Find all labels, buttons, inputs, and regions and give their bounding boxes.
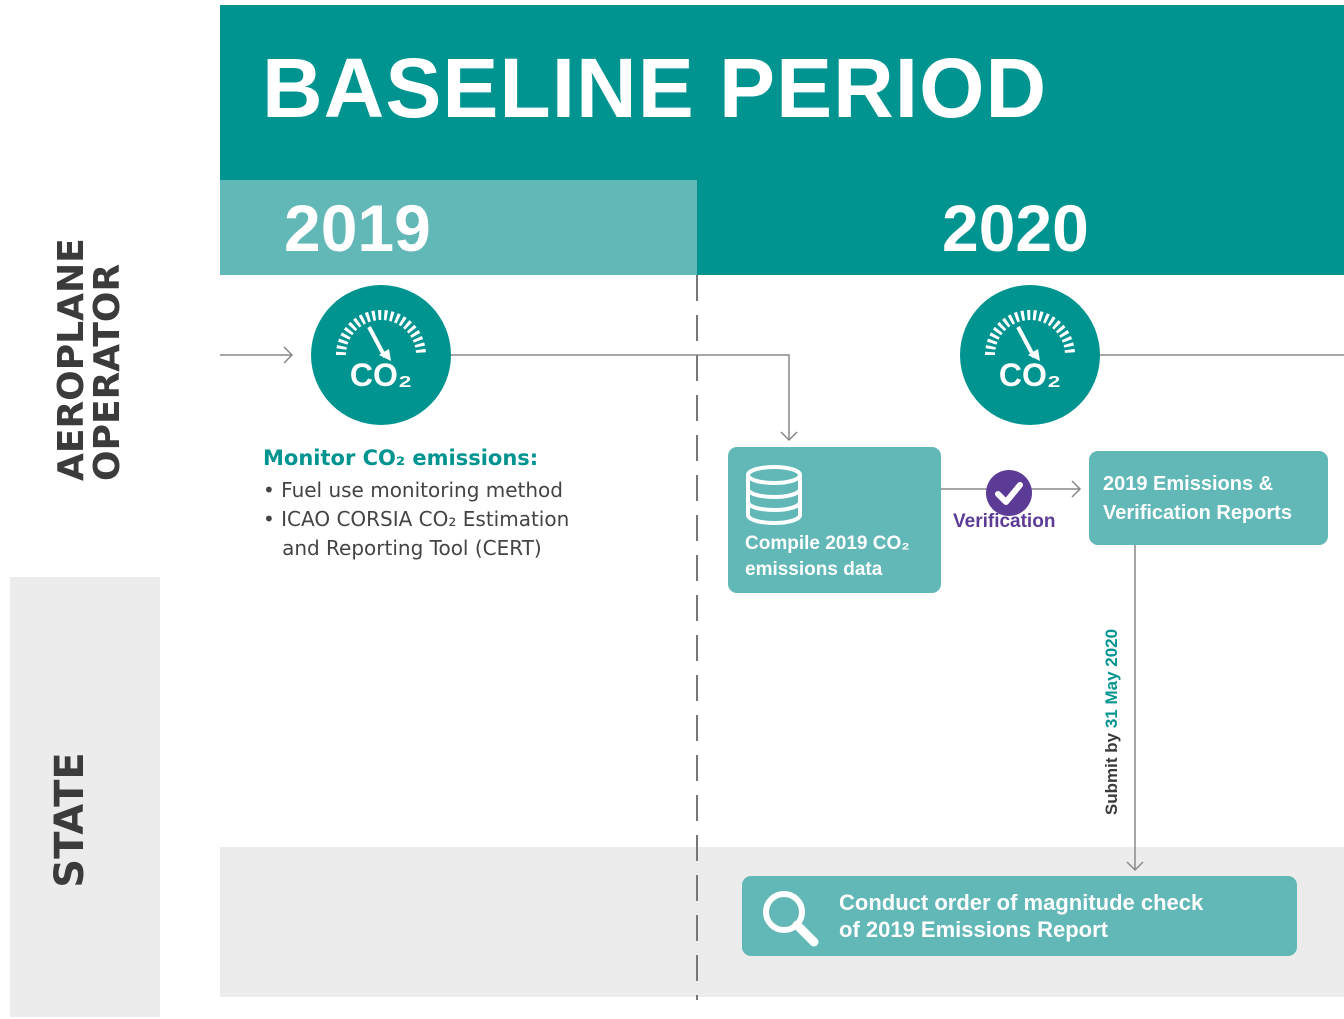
submit-prefix: Submit by [1102,728,1121,816]
check-label-line: of 2019 Emissions Report [839,917,1108,942]
arrow-in-head [283,346,294,364]
co2-gauge-2020: CO₂ [960,285,1100,425]
submit-date: 31 May 2020 [1102,628,1121,729]
year-2019-band: 2019 [220,180,697,275]
monitor-list: • Fuel use monitoring method • ICAO CORS… [263,476,569,563]
check-label-line: Conduct order of magnitude check [839,890,1204,915]
gauge-label: CO₂ [998,357,1062,393]
compile-label-line: emissions data [745,559,883,580]
page-title: BASELINE PERIOD [262,41,1048,135]
compile-label: Compile 2019 CO₂ emissions data [745,531,910,583]
arrow-to-compile-line [450,354,790,440]
year-2020-label: 2020 [942,191,1089,265]
checkmark-icon [995,482,1023,505]
submit-deadline-label: Submit by 31 May 2020 [1102,629,1122,815]
year-2019-label: 2019 [284,191,431,265]
arrow-to-compile-head [780,431,798,442]
reports-label: 2019 Emissions & Verification Reports [1103,470,1292,528]
database-icon [746,465,802,525]
state-lane-side [10,577,160,1017]
reports-label-line: Verification Reports [1103,502,1292,524]
arrow-to-check-head [1126,861,1144,872]
monitor-item: • Fuel use monitoring method [263,478,563,502]
gauge-label: CO₂ [349,357,413,393]
header-band [220,5,1344,180]
monitor-item: • ICAO CORSIA CO₂ Estimation [263,507,570,531]
compile-emissions-box: Compile 2019 CO₂ emissions data [728,447,941,593]
magnitude-check-box: Conduct order of magnitude check of 2019… [742,876,1297,956]
arrow-to-reports-head [1071,480,1082,498]
year-2020-band: 2020 [697,180,1344,275]
monitor-title: Monitor CO₂ emissions: [263,446,539,470]
gauge-icon [336,310,426,361]
monitor-item: and Reporting Tool (CERT) [263,536,542,560]
gauge-icon [985,310,1075,361]
check-label: Conduct order of magnitude check of 2019… [839,889,1203,943]
verification-label: Verification [953,511,1056,532]
co2-gauge-2019: CO₂ [311,285,451,425]
reports-label-line: 2019 Emissions & [1103,473,1274,495]
compile-label-line: Compile 2019 CO₂ [745,533,910,554]
reports-box: 2019 Emissions & Verification Reports [1089,451,1328,545]
magnifier-icon [763,891,819,947]
verification-badge [986,470,1032,516]
